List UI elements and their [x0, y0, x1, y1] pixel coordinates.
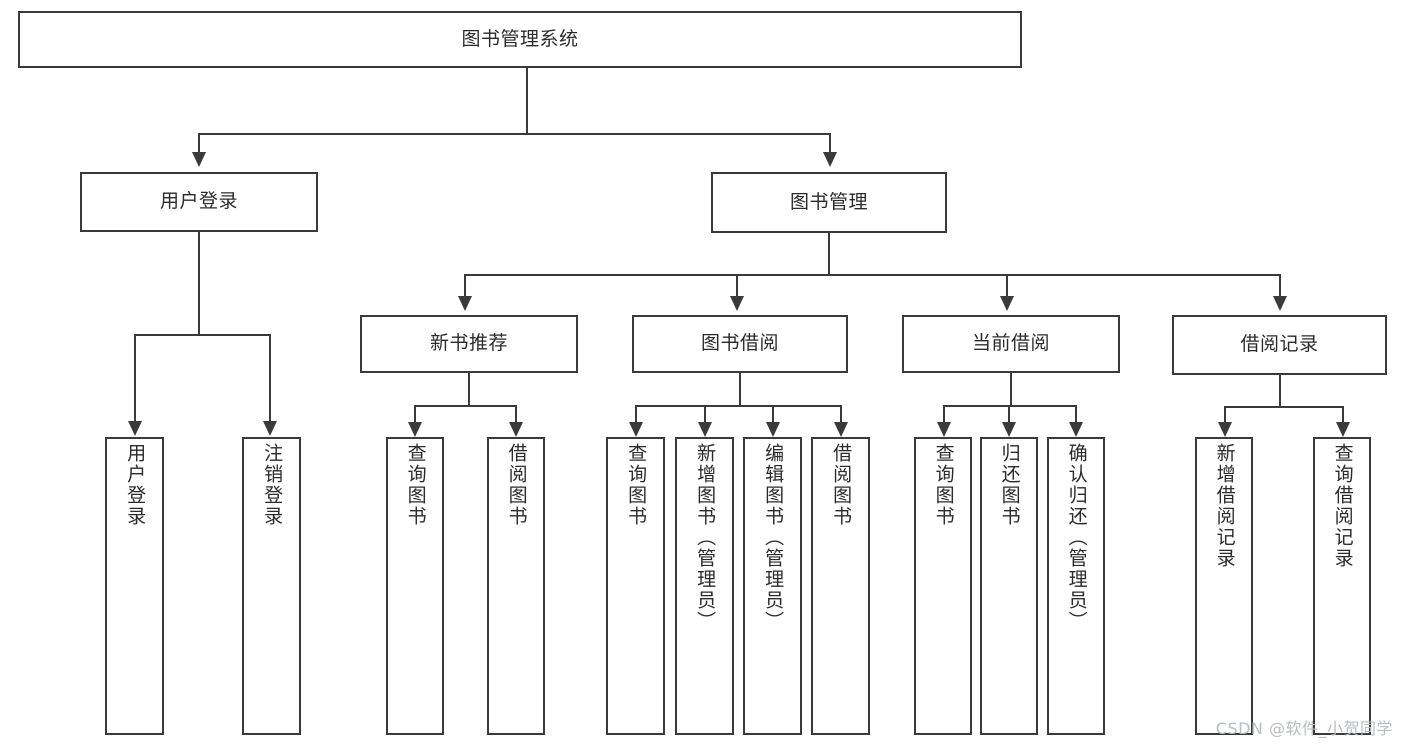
- leaf-query-book-borrow[interactable]: 查询图书: [606, 437, 665, 735]
- node-current-borrow[interactable]: 当前借阅: [902, 315, 1120, 373]
- arrow-to-new-book-recommend: [458, 296, 472, 311]
- node-borrow-record[interactable]: 借阅记录: [1172, 315, 1387, 375]
- leaf-borrow-book-recommend[interactable]: 借阅图书: [487, 437, 545, 735]
- leaf-add-borrow-record[interactable]: 新增借阅记录: [1195, 437, 1253, 735]
- connector-root-bus: [198, 133, 830, 135]
- leaf-user-login[interactable]: 用户登录: [105, 437, 164, 735]
- arrow-to-leaf-confirm-return: [1069, 422, 1083, 437]
- node-label: 确认归还（管理员）: [1065, 443, 1088, 632]
- node-label: 图书借阅: [700, 332, 779, 355]
- connector-book-borrow-drop-4: [840, 405, 842, 423]
- connector-book-management-stem: [828, 233, 830, 275]
- connector-new-book-drop-2: [515, 405, 517, 423]
- connector-book-borrow-drop-2: [704, 405, 706, 423]
- connector-book-borrow-drop-1: [635, 405, 637, 423]
- connector-borrow-record-drop-2: [1342, 406, 1344, 423]
- node-label: 当前借阅: [971, 332, 1050, 355]
- node-label: 用户登录: [124, 443, 147, 527]
- leaf-query-book-current[interactable]: 查询图书: [914, 437, 972, 735]
- arrow-to-book-management: [823, 152, 837, 167]
- connector-user-login-stem: [198, 232, 200, 335]
- node-label: 新增图书（管理员）: [694, 443, 717, 632]
- connector-user-login-drop-1: [134, 334, 136, 422]
- connector-level2-drop-2: [736, 274, 738, 297]
- connector-current-borrow-stem: [1010, 373, 1012, 406]
- arrow-to-leaf-logout: [263, 421, 277, 436]
- connector-borrow-record-stem: [1279, 375, 1281, 407]
- node-label: 新增借阅记录: [1213, 443, 1236, 569]
- node-book-borrow[interactable]: 图书借阅: [632, 315, 848, 373]
- connector-level2-drop-3: [1006, 274, 1008, 297]
- arrow-to-book-borrow: [730, 296, 744, 311]
- arrow-to-leaf-edit-book: [766, 422, 780, 437]
- connector-borrow-record-drop-1: [1224, 406, 1226, 423]
- leaf-query-book-recommend[interactable]: 查询图书: [386, 437, 444, 735]
- node-label: 新书推荐: [429, 332, 508, 355]
- node-label: 查询图书: [932, 443, 955, 527]
- arrow-to-leaf-borrow-book-1: [509, 422, 523, 437]
- arrow-to-leaf-query-book-2: [629, 422, 643, 437]
- arrow-to-current-borrow: [1000, 296, 1014, 311]
- arrow-to-leaf-query-book-1: [408, 422, 422, 437]
- connector-level2-drop-4: [1279, 274, 1281, 297]
- connector-current-borrow-drop-1: [943, 405, 945, 423]
- arrow-to-borrow-record: [1273, 296, 1287, 311]
- node-label: 查询图书: [625, 443, 648, 527]
- connector-user-login-drop-2: [269, 334, 271, 422]
- node-label: 借阅记录: [1240, 333, 1319, 356]
- connector-current-borrow-drop-2: [1008, 405, 1010, 423]
- csdn-watermark: CSDN @软件_小贺同学: [1215, 719, 1393, 738]
- connector-root-drop-left: [198, 133, 200, 153]
- arrow-to-leaf-return-book: [1002, 422, 1016, 437]
- leaf-return-book[interactable]: 归还图书: [980, 437, 1038, 735]
- arrow-to-leaf-query-record: [1336, 422, 1350, 437]
- arrow-to-leaf-add-record: [1218, 422, 1232, 437]
- connector-root-stem: [526, 68, 528, 134]
- leaf-query-borrow-record[interactable]: 查询借阅记录: [1313, 437, 1371, 735]
- leaf-logout[interactable]: 注销登录: [242, 437, 301, 735]
- arrow-to-leaf-borrow-book-2: [834, 422, 848, 437]
- leaf-edit-book[interactable]: 编辑图书（管理员）: [743, 437, 802, 735]
- node-root-system[interactable]: 图书管理系统: [18, 11, 1022, 68]
- leaf-borrow-book[interactable]: 借阅图书: [811, 437, 870, 735]
- connector-new-book-stem: [468, 373, 470, 406]
- arrow-to-leaf-user-login: [128, 421, 142, 436]
- node-label: 图书管理: [789, 190, 868, 213]
- connector-level2-drop-1: [464, 274, 466, 297]
- node-label: 归还图书: [998, 443, 1021, 527]
- node-book-management[interactable]: 图书管理: [711, 172, 947, 233]
- node-label: 查询图书: [404, 443, 427, 527]
- node-label: 图书管理系统: [461, 27, 579, 50]
- connector-book-borrow-bus: [635, 405, 842, 407]
- node-label: 查询借阅记录: [1331, 443, 1354, 569]
- connector-new-book-drop-1: [414, 405, 416, 423]
- node-user-login[interactable]: 用户登录: [80, 172, 318, 232]
- node-label: 借阅图书: [505, 443, 528, 527]
- connector-level2-bus: [464, 274, 1280, 276]
- connector-user-login-bus: [134, 334, 270, 336]
- connector-root-drop-right: [829, 133, 831, 153]
- leaf-confirm-return[interactable]: 确认归还（管理员）: [1047, 437, 1105, 735]
- node-label: 用户登录: [159, 190, 238, 213]
- node-new-book-recommend[interactable]: 新书推荐: [360, 315, 578, 373]
- node-label: 借阅图书: [830, 443, 853, 527]
- connector-new-book-bus: [414, 405, 516, 407]
- arrow-to-user-login: [192, 152, 206, 167]
- leaf-add-book[interactable]: 新增图书（管理员）: [675, 437, 734, 735]
- node-label: 编辑图书（管理员）: [762, 443, 785, 632]
- connector-book-borrow-stem: [739, 373, 741, 406]
- arrow-to-leaf-add-book: [698, 422, 712, 437]
- connector-book-borrow-drop-3: [772, 405, 774, 423]
- connector-borrow-record-bus: [1224, 406, 1343, 408]
- node-label: 注销登录: [261, 443, 284, 527]
- connector-current-borrow-drop-3: [1075, 405, 1077, 423]
- arrow-to-leaf-query-book-3: [937, 422, 951, 437]
